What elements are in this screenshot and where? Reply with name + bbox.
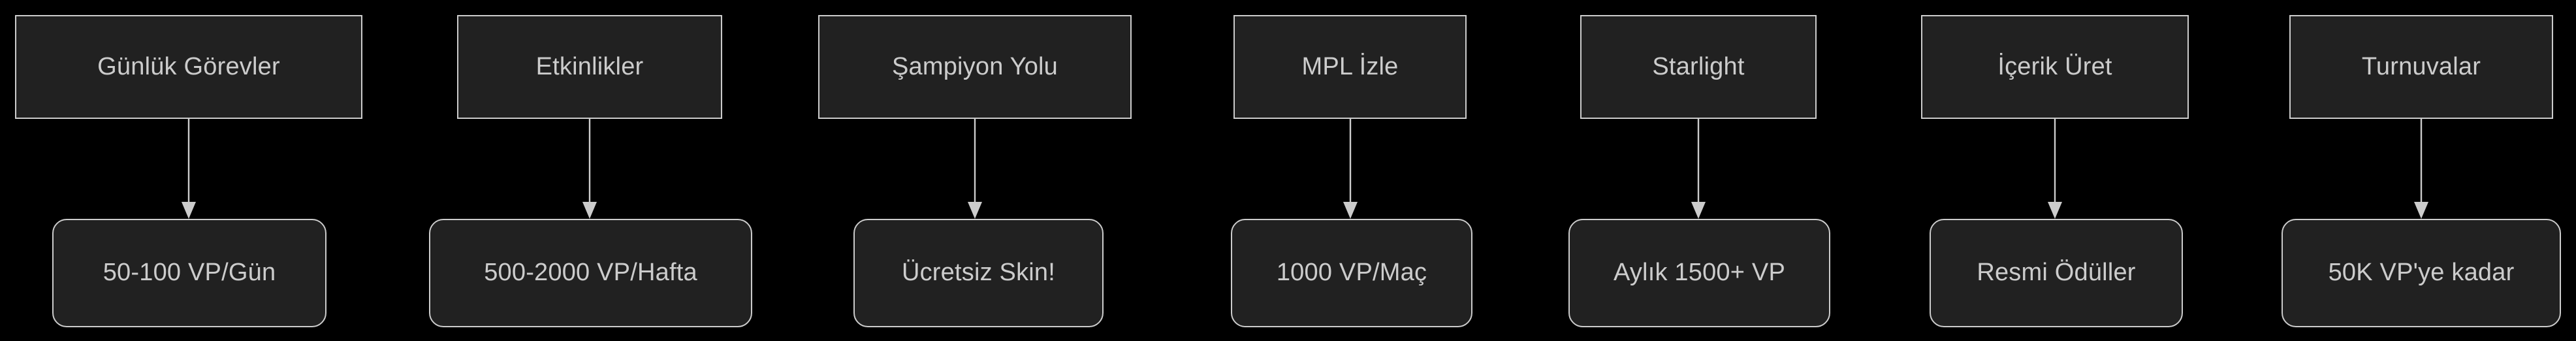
flow-node-target-label: Ücretsiz Skin! (901, 259, 1056, 287)
flow-node-source-label: Turnuvalar (2361, 52, 2481, 80)
flow-node-source-label: Etkinlikler (535, 52, 644, 80)
flow-node-target[interactable]: 500-2000 VP/Hafta (429, 219, 752, 327)
flow-node-target-label: 1000 VP/Maç (1276, 259, 1427, 287)
flow-node-source-label: Günlük Görevler (97, 52, 280, 80)
flow-node-target[interactable]: Aylık 1500+ VP (1568, 219, 1830, 327)
flow-node-target[interactable]: 50-100 VP/Gün (52, 219, 326, 327)
flow-node-target[interactable]: 1000 VP/Maç (1231, 219, 1472, 327)
flow-edge-arrow-icon (2407, 119, 2436, 220)
flow-node-source[interactable]: Şampiyon Yolu (818, 15, 1132, 119)
flow-node-target-label: 50-100 VP/Gün (103, 259, 276, 287)
flow-node-target[interactable]: 50K VP'ye kadar (2282, 219, 2561, 327)
flow-node-source[interactable]: Günlük Görevler (15, 15, 362, 119)
flow-node-source[interactable]: Starlight (1580, 15, 1817, 119)
flow-node-target-label: Resmi Ödüller (1977, 259, 2136, 287)
flow-node-source[interactable]: Etkinlikler (457, 15, 722, 119)
flow-node-source-label: MPL İzle (1301, 52, 1399, 80)
flow-node-source-label: Şampiyon Yolu (891, 52, 1058, 80)
flow-node-source-label: Starlight (1652, 52, 1745, 80)
flow-node-target[interactable]: Ücretsiz Skin! (853, 219, 1104, 327)
flow-node-target-label: Aylık 1500+ VP (1614, 259, 1785, 287)
flow-node-source[interactable]: MPL İzle (1233, 15, 1467, 119)
flow-node-source[interactable]: İçerik Üret (1921, 15, 2189, 119)
flow-node-target[interactable]: Resmi Ödüller (1930, 219, 2183, 327)
flow-node-target-label: 500-2000 VP/Hafta (484, 259, 697, 287)
flow-node-target-label: 50K VP'ye kadar (2328, 259, 2515, 287)
flow-node-source-label: İçerik Üret (1997, 52, 2112, 80)
flow-node-source[interactable]: Turnuvalar (2289, 15, 2553, 119)
